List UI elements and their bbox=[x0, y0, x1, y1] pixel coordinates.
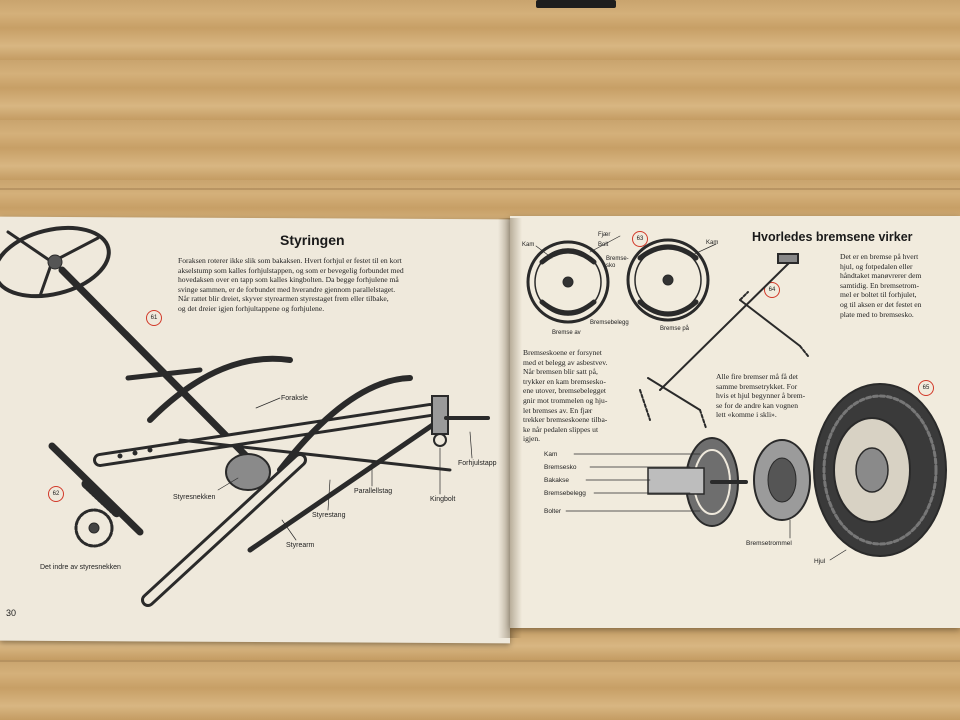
label-forhjulstapp: Forhjulstapp bbox=[458, 460, 497, 467]
text-line: Når bremsen blir satt på, bbox=[523, 367, 598, 377]
text-line: plate med to bremsesko. bbox=[840, 309, 914, 319]
text-line: ke når pedalen slippes ut bbox=[523, 424, 599, 434]
text-line: Bremseskoene er forsynet bbox=[523, 348, 602, 357]
text-line: mel er boltet til forhjulet, bbox=[840, 290, 917, 300]
label-foraksle: Foraksle bbox=[281, 395, 308, 402]
left-page-title: Styringen bbox=[280, 232, 345, 248]
steering-gearbox-drawing bbox=[225, 453, 271, 491]
tie-rod-drawing bbox=[178, 438, 452, 472]
label-exploded-bremsebelegg: Bremsebelegg bbox=[544, 490, 586, 497]
plank-seam bbox=[0, 660, 960, 662]
steering-wheel-drawing bbox=[0, 225, 111, 299]
text-line: hovedaksen over en tapp som kalles kingb… bbox=[178, 275, 399, 285]
text-line: gnir mot trommelen og hju- bbox=[523, 395, 608, 405]
front-axle-drawing bbox=[93, 403, 437, 467]
wheel-drawing bbox=[813, 383, 947, 557]
figure-number-64: 64 bbox=[764, 282, 780, 298]
label-bremse-av: Bremse av bbox=[552, 330, 581, 336]
label-kam-right: Kam bbox=[706, 240, 719, 246]
text-line: samme bremsetrykket. For bbox=[716, 381, 798, 391]
brake-drum-off-drawing bbox=[526, 240, 610, 324]
label-fjaer: Fjær bbox=[598, 232, 611, 238]
brake-drum-on-drawing bbox=[626, 238, 710, 322]
text-line: håndtaket manøvrerer dem bbox=[840, 271, 922, 281]
text-line: med et belegg av asbestvev. bbox=[523, 357, 608, 367]
label-kam-left: Kam bbox=[522, 242, 535, 248]
label-exploded-bakaksel: Bakaksе bbox=[544, 477, 569, 484]
label-exploded-bremsesko: Bremsesko bbox=[544, 464, 577, 471]
text-line: hjul, og fotpedalen eller bbox=[840, 261, 913, 271]
right-leaf-spring-drawing bbox=[277, 375, 413, 473]
figure-number-63: 63 bbox=[632, 231, 648, 247]
worm-gear-drawing bbox=[48, 442, 144, 548]
label-indre-styresnekken: Det indre av styresnekken bbox=[40, 564, 121, 571]
text-line: Foraksen roterer ikke slik som bakaksen.… bbox=[178, 256, 402, 265]
text-line: lett «komme i skli». bbox=[716, 410, 777, 420]
brake-drum-part-drawing bbox=[753, 439, 811, 521]
plank-seam bbox=[0, 188, 960, 190]
kingpin-assembly-drawing bbox=[431, 395, 490, 447]
label-exploded-kam: Kam bbox=[544, 451, 558, 458]
label-bremsesko: Bremse- sko bbox=[606, 256, 629, 269]
left-page-paragraph: Foraksen roterer ikke slik som bakaksen.… bbox=[178, 256, 478, 314]
text-line: samtidig. En bremsetrom- bbox=[840, 280, 920, 290]
label-parallellstag: Parallellstag bbox=[354, 488, 393, 495]
text-line: trykker en kam bremsesko- bbox=[523, 376, 606, 386]
figure-number-62: 62 bbox=[48, 486, 64, 502]
figure-number-61: 61 bbox=[146, 310, 162, 326]
drag-link-drawing bbox=[247, 417, 443, 553]
label-hjul: Hjul bbox=[814, 558, 826, 565]
exploded-hub-drawing bbox=[647, 437, 748, 527]
text-line: trekker bremseskoene tilba- bbox=[523, 415, 608, 425]
text-line: let bremses av. En fjær bbox=[523, 405, 593, 415]
label-bremsebelegg-drum: Bremsebelegg bbox=[590, 320, 629, 326]
text-line: og det dreier igjen forhjultappene og fo… bbox=[178, 303, 325, 313]
text-line: Det er en bremse på hvert bbox=[840, 252, 919, 261]
label-exploded-bolter: Bolter bbox=[544, 508, 561, 515]
text-line: akselstump som kalles forhjulstappen, og… bbox=[178, 265, 404, 275]
text-line: svinge sammen, er de forbundet med hvera… bbox=[178, 284, 396, 294]
label-styrestang: Styrestang bbox=[312, 512, 346, 519]
text-line: Alle fire bremser må få det bbox=[716, 372, 799, 381]
label-styresnekken: Styresnekken bbox=[173, 494, 216, 501]
text-line: se for de andre kan vognen bbox=[716, 400, 799, 410]
brake-linkage-drawing bbox=[639, 253, 809, 429]
right-page-title: Hvorledes bremsene virker bbox=[752, 230, 913, 244]
book-gutter bbox=[498, 218, 522, 638]
page-number: 30 bbox=[6, 608, 17, 618]
dark-object-edge bbox=[536, 0, 616, 8]
text-line: igjen. bbox=[523, 434, 541, 444]
text-line: og til aksen er det festet en bbox=[840, 299, 922, 309]
figure-number-65: 65 bbox=[918, 380, 934, 396]
text-line: ene utover, bremsebelegget bbox=[523, 386, 606, 396]
label-bremsetrommel: Bremsetrommel bbox=[746, 540, 792, 547]
left-leaf-spring-drawing bbox=[147, 355, 293, 423]
label-kingbolt: Kingbolt bbox=[430, 496, 456, 503]
label-styrearm: Styrearm bbox=[286, 542, 315, 549]
text-line: Når rattet blir dreiet, skyver styrearme… bbox=[178, 294, 389, 304]
text-line: hvis et hjul begynner å brem- bbox=[716, 391, 806, 401]
label-bremse-pa: Bremse på bbox=[660, 326, 690, 332]
